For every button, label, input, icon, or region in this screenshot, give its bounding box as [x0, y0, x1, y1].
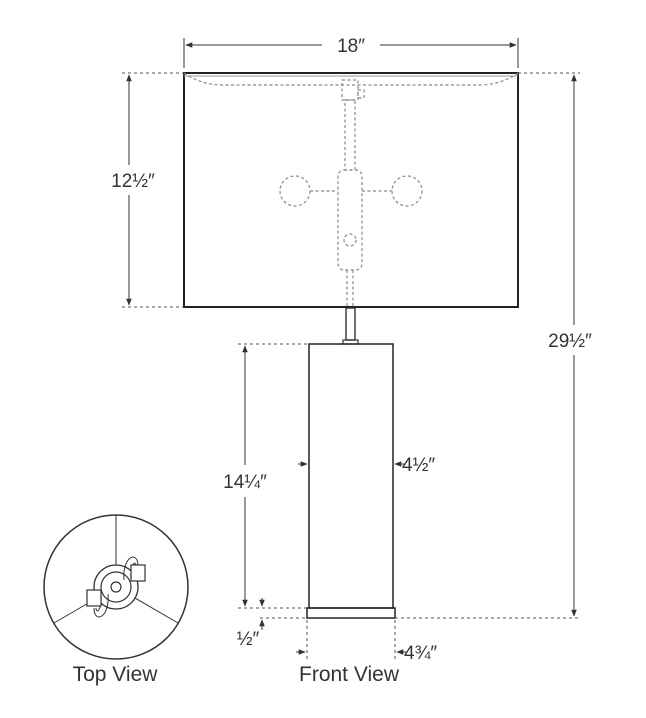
caption-front-view: Front View [299, 663, 400, 686]
label-shade-width: 18″ [337, 36, 365, 57]
lamp-shade [183, 72, 519, 308]
dim-body-height: 14¼″ [223, 343, 309, 609]
lamp-body [308, 343, 394, 609]
lamp-base [306, 607, 396, 619]
label-body-height: 14¼″ [223, 472, 267, 493]
dim-base-width: 4¾″ [296, 620, 437, 664]
lamp-stem [342, 307, 359, 345]
dim-shade-height: 12½″ [111, 72, 184, 308]
top-view [43, 514, 189, 660]
label-base-height: ½″ [237, 629, 260, 650]
label-overall-height: 29½″ [548, 331, 592, 352]
label-body-width: 4½″ [402, 455, 435, 476]
dim-body-width: 4½″ [298, 455, 435, 476]
dim-overall-height: 29½″ [395, 72, 592, 619]
dim-base-height: ½″ [237, 598, 307, 650]
caption-top-view: Top View [73, 663, 159, 686]
label-base-width: 4¾″ [404, 643, 437, 664]
dim-shade-width: 18″ [183, 36, 519, 68]
internal-hardware-hidden [279, 79, 423, 307]
label-shade-height: 12½″ [111, 171, 155, 192]
